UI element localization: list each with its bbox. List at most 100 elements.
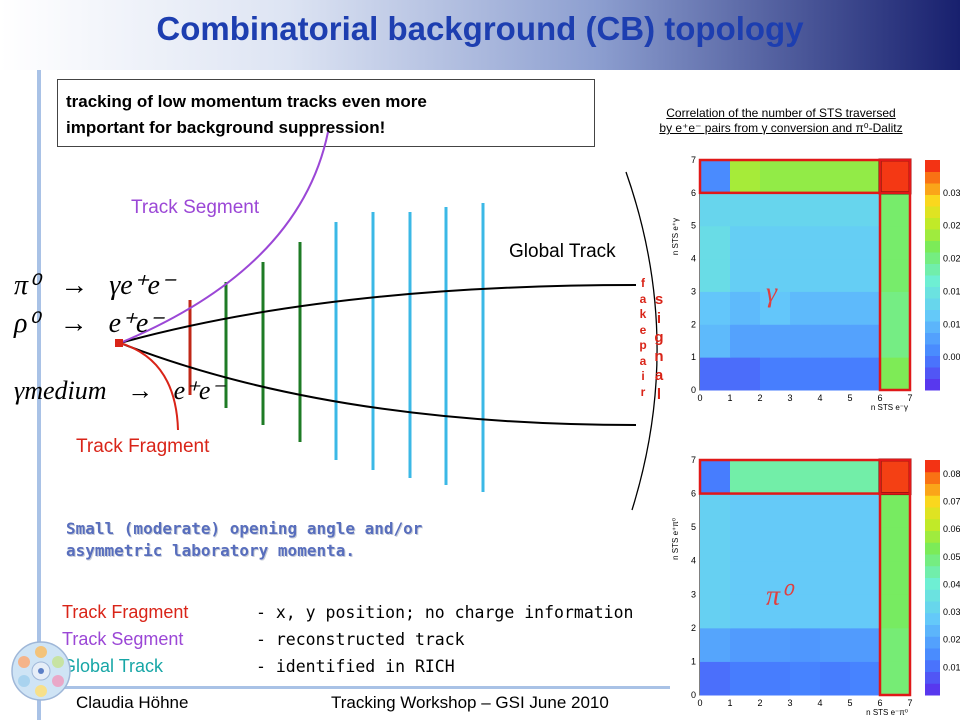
colorbar-tick-label: 0.01: [943, 319, 960, 329]
colorbar-segment: [925, 612, 940, 625]
heatmap-cell: [700, 627, 731, 662]
heatmap-cell: [760, 460, 791, 495]
x-tick-label: 7: [907, 698, 912, 708]
heatmap-cell: [700, 357, 731, 391]
colorbar-segment: [925, 636, 940, 649]
heatmap-cell: [700, 192, 731, 227]
colorbar-segment: [925, 648, 940, 661]
y-tick-label: 5: [691, 221, 696, 231]
colorbar-segment: [925, 309, 940, 322]
label-letter: p: [639, 338, 647, 352]
heatmap-cell: [700, 661, 731, 696]
heatmap-cell: [850, 192, 881, 227]
colorbar-segment: [925, 344, 940, 356]
y-tick-label: 7: [691, 455, 696, 465]
x-tick-label: 2: [757, 393, 762, 403]
y-tick-label: 0: [691, 385, 696, 395]
correlation-caption-line-1: Correlation of the number of STS travers…: [666, 106, 896, 120]
heatmap-cell: [850, 527, 881, 562]
colorbar-tick-label: 0.08: [943, 469, 960, 479]
x-tick-label: 0: [697, 393, 702, 403]
highlight-column: [878, 158, 912, 392]
label-letter: a: [639, 291, 647, 306]
colorbar-tick-label: 0.015: [943, 286, 960, 296]
label-letter: a: [654, 367, 664, 384]
heatmap-cell: [880, 594, 911, 629]
heatmap-cell: [820, 160, 851, 194]
label-letter: f: [641, 276, 645, 290]
heatmap-cell: [790, 460, 821, 495]
heatmap-cell: [880, 493, 911, 528]
heatmap-cell: [760, 225, 791, 260]
heatmap-cell: [850, 291, 881, 325]
heatmap-cell: [730, 258, 761, 292]
opening-angle-note-line-1: Small (moderate) opening angle and/or: [66, 519, 423, 538]
heatmap-cell: [850, 357, 881, 391]
heatmap-cell: [880, 192, 911, 227]
global-track-lower: [119, 342, 637, 426]
heatmap-cell: [730, 225, 761, 260]
y-tick-label: 7: [691, 155, 696, 165]
heatmap-cell: [700, 493, 731, 528]
heatmap-cell: [790, 661, 821, 696]
colorbar-segment: [925, 183, 940, 195]
heatmap-cell: [790, 291, 821, 325]
track-fragment-curve: [119, 342, 179, 431]
track-segment-label: Track Segment: [131, 197, 260, 218]
y-tick-label: 1: [691, 656, 696, 666]
x-tick-label: 4: [817, 698, 822, 708]
colorbar-tick-label: 0.03: [943, 188, 960, 198]
reaction-arrow: →: [60, 270, 89, 301]
bottom-rule: [40, 686, 670, 689]
legend-term-track-fragment: Track Fragment: [62, 602, 189, 622]
label-letter: k: [639, 307, 647, 321]
legend-desc-track-segment: - reconstructed track: [256, 630, 465, 649]
left-rule: [37, 70, 41, 720]
heatmap-cell: [850, 627, 881, 662]
colorbar-segment: [925, 554, 940, 567]
heatmap-cell: [880, 324, 911, 358]
colorbar-tick-label: 0.02: [943, 635, 960, 645]
heatmap-cell: [790, 560, 821, 595]
track-fragment-label: Track Fragment: [76, 436, 210, 457]
y-tick-label: 2: [691, 319, 696, 329]
colorbar-segment: [925, 577, 940, 590]
colorbar-tick-label: 0.06: [943, 524, 960, 534]
colorbar-segment: [925, 367, 940, 379]
footer-author: Claudia Höhne: [76, 693, 189, 712]
heatmap-cell: [760, 291, 791, 325]
colorbar-segment: [925, 171, 940, 184]
colorbar-segment: [925, 530, 940, 543]
heatmap-cell: [790, 258, 821, 292]
colorbar-tick-label: 0.01: [943, 662, 960, 672]
x-tick-label: 0: [697, 698, 702, 708]
y-tick-label: 3: [691, 286, 696, 296]
colorbar-segment: [925, 495, 940, 508]
heatmap-cell: [790, 357, 821, 391]
heatmap-cell: [760, 192, 791, 227]
reaction-2: ρ⁰ → e⁺e⁻: [14, 306, 163, 340]
heatmap-cell: [820, 661, 851, 696]
colorbar-segment: [925, 194, 940, 207]
y-axis-title: n STS e⁺π⁰: [671, 518, 680, 560]
colorbar-segment: [925, 263, 940, 276]
label-letter: i: [641, 369, 645, 383]
heatmap-cell: [880, 560, 911, 595]
label-letter: i: [656, 310, 662, 327]
colorbar-segment: [925, 240, 940, 253]
colorbar-segment: [925, 471, 940, 484]
heatmap-cell: [790, 160, 821, 194]
heatmap-cell: [850, 160, 881, 194]
heatmap-cell: [700, 527, 731, 562]
heatmap-cell: [880, 291, 911, 325]
label-letter: r: [640, 384, 646, 399]
heatmap-cell: [790, 493, 821, 528]
heatmap-cell: [700, 291, 731, 325]
colorbar-segment: [925, 378, 940, 391]
heatmap-cell: [820, 527, 851, 562]
heatmap-cell: [880, 357, 911, 391]
heatmap-cell: [790, 324, 821, 358]
label-letter: a: [639, 353, 647, 368]
reaction-1-rhs: γe⁺e⁻: [109, 270, 175, 301]
